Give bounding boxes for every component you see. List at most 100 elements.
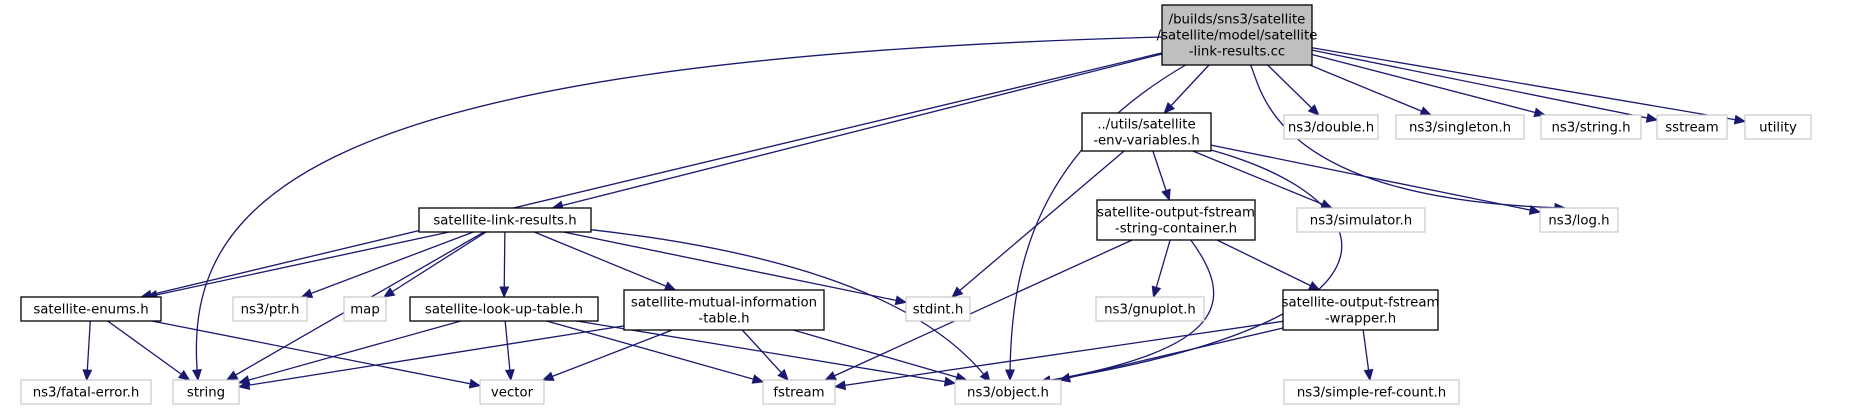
node-satellite-enums-h[interactable]: satellite-enums.h (20, 296, 162, 322)
node-satellite-link-results-cc-label: /satellite/model/satellite (1157, 29, 1318, 44)
node-satellite-link-results-cc-label: -link-results.cc (1189, 45, 1286, 60)
node-satellite-look-up-table-h-box (409, 296, 599, 322)
node-satellite-output-fstream-string-container-h[interactable]: satellite-output-fstream-string-containe… (1096, 199, 1256, 241)
node-ns3-ptr-h: ns3/ptr.h (232, 296, 308, 322)
node-satellite-enums-h-box (20, 296, 162, 322)
edge-envvars-to-stdint (951, 150, 1125, 298)
edge-outcont-to-fstream (824, 239, 1133, 381)
node-ns3-singleton-h-label: ns3/singleton.h (1409, 121, 1511, 136)
node-satellite-look-up-table-h-label: satellite-look-up-table.h (425, 303, 583, 318)
node-ns3-object-h: ns3/object.h (954, 379, 1062, 405)
node-utility: utility (1744, 114, 1812, 140)
node-satellite-output-fstream-string-container-h-box (1096, 199, 1256, 241)
node-satellite-link-results-cc[interactable]: /builds/sns3/satellite/satellite/model/s… (1157, 4, 1318, 66)
edge-envvars-to-log (1210, 144, 1542, 215)
edge-outcont-to-wrapper (1216, 239, 1321, 291)
node-ns3-singleton-h: ns3/singleton.h (1395, 114, 1525, 140)
edge-root-to-sstream (1311, 49, 1659, 123)
node-satellite-output-fstream-string-container-h-label: satellite-output-fstream (1097, 206, 1255, 221)
node-satellite-output-fstream-wrapper-h[interactable]: satellite-output-fstream-wrapper.h (1282, 289, 1440, 331)
node-ns3-gnuplot-h-box (1095, 296, 1205, 322)
edge-root-to-singleton (1309, 64, 1433, 116)
node-sstream: sstream (1656, 114, 1728, 140)
edge-root-to-utility (1311, 47, 1747, 125)
node-ns3-simulator-h-label: ns3/simulator.h (1310, 214, 1412, 229)
node-ns3-object-h-box (954, 379, 1062, 405)
node-ns3-fatal-error-h-box (20, 379, 152, 405)
node-satellite-output-fstream-wrapper-h-box (1282, 289, 1439, 331)
edge-root-to-enums (139, 52, 1163, 300)
node-vector-label: vector (491, 386, 534, 401)
node-satellite-output-fstream-wrapper-h-label: -wrapper.h (1325, 312, 1396, 327)
node-satellite-mutual-information-table-h[interactable]: satellite-mutual-information-table.h (623, 289, 825, 331)
edge-root-to-envvars (1163, 64, 1210, 114)
edge-lut-to-vector (504, 320, 515, 382)
edge-linkres-to-map (382, 231, 487, 298)
node-string: string (172, 379, 240, 405)
edge-envvars-to-outcont (1152, 150, 1171, 202)
node-satellite-env-variables-h-label: ../utils/satellite (1097, 118, 1195, 133)
edge-wrapper-to-simpleref (1362, 329, 1374, 382)
edge-lut-to-fstream (546, 320, 765, 384)
node-vector: vector (479, 379, 545, 405)
node-utility-label: utility (1759, 121, 1797, 136)
node-satellite-env-variables-h-box (1081, 112, 1212, 152)
edge-root-to-object (1005, 64, 1186, 382)
node-sstream-box (1656, 114, 1728, 140)
node-satellite-link-results-cc-label: /builds/sns3/satellite (1169, 13, 1306, 28)
node-ns3-fatal-error-h-label: ns3/fatal-error.h (33, 386, 140, 401)
edge-mutual-to-vector (541, 329, 673, 381)
node-ns3-singleton-h-box (1395, 114, 1525, 140)
node-sstream-label: sstream (1665, 121, 1719, 136)
node-fstream-box (762, 379, 836, 405)
node-ns3-ptr-h-box (232, 296, 308, 322)
node-satellite-output-fstream-string-container-h-label: -string-container.h (1115, 222, 1237, 237)
node-satellite-env-variables-h-label: -env-variables.h (1093, 134, 1200, 149)
node-utility-box (1744, 114, 1812, 140)
node-ns3-double-h-box (1283, 114, 1379, 140)
node-ns3-gnuplot-h-label: ns3/gnuplot.h (1104, 303, 1196, 318)
edges-layer (82, 36, 1747, 391)
node-ns3-ptr-h-label: ns3/ptr.h (241, 303, 300, 318)
edge-lut-to-object (576, 320, 957, 387)
edge-mutual-to-object (793, 329, 968, 382)
node-satellite-link-results-h[interactable]: satellite-link-results.h (418, 207, 592, 233)
node-stdint-h: stdint.h (905, 296, 971, 322)
edge-mutual-to-fstream (741, 329, 789, 381)
node-string-label: string (187, 386, 225, 401)
edge-linkres-to-enums (145, 231, 450, 300)
edge-root-to-linkres (551, 53, 1163, 211)
node-satellite-link-results-h-box (418, 207, 592, 233)
node-satellite-env-variables-h[interactable]: ../utils/satellite-env-variables.h (1081, 112, 1212, 152)
node-vector-box (479, 379, 545, 405)
node-map-label: map (350, 303, 380, 318)
node-ns3-gnuplot-h: ns3/gnuplot.h (1095, 296, 1205, 322)
node-ns3-double-h-label: ns3/double.h (1288, 121, 1374, 136)
edge-linkres-to-stdint (563, 231, 908, 306)
edge-outcont-to-gnuplot (1151, 239, 1171, 299)
edge-mutual-to-string (237, 325, 625, 391)
node-string-box (172, 379, 240, 405)
node-satellite-link-results-h-label: satellite-link-results.h (433, 214, 576, 229)
edge-lut-to-string (237, 320, 462, 385)
edge-root-to-string (192, 36, 1163, 382)
node-stdint-h-box (905, 296, 971, 322)
node-ns3-simulator-h-box (1296, 207, 1426, 233)
edge-root-to-double (1267, 64, 1320, 116)
node-satellite-output-fstream-wrapper-h-label: satellite-output-fstream (1282, 296, 1440, 311)
node-satellite-look-up-table-h[interactable]: satellite-look-up-table.h (409, 296, 599, 322)
node-ns3-log-h: ns3/log.h (1539, 207, 1619, 233)
node-ns3-simple-ref-count-h-label: ns3/simple-ref-count.h (1297, 386, 1446, 401)
node-satellite-mutual-information-table-h-label: -table.h (698, 312, 749, 327)
node-stdint-h-label: stdint.h (913, 303, 964, 318)
edge-enums-to-fatal (82, 320, 93, 382)
node-ns3-double-h: ns3/double.h (1283, 114, 1379, 140)
node-ns3-simple-ref-count-h-box (1283, 379, 1460, 405)
node-satellite-enums-h-label: satellite-enums.h (33, 303, 148, 318)
edge-linkres-to-object (590, 229, 991, 384)
nodes-layer: /builds/sns3/satellite/satellite/model/s… (20, 4, 1812, 405)
node-satellite-link-results-cc-box (1161, 4, 1313, 66)
node-ns3-object-h-label: ns3/object.h (967, 386, 1049, 401)
edge-linkres-to-lut (499, 231, 510, 299)
